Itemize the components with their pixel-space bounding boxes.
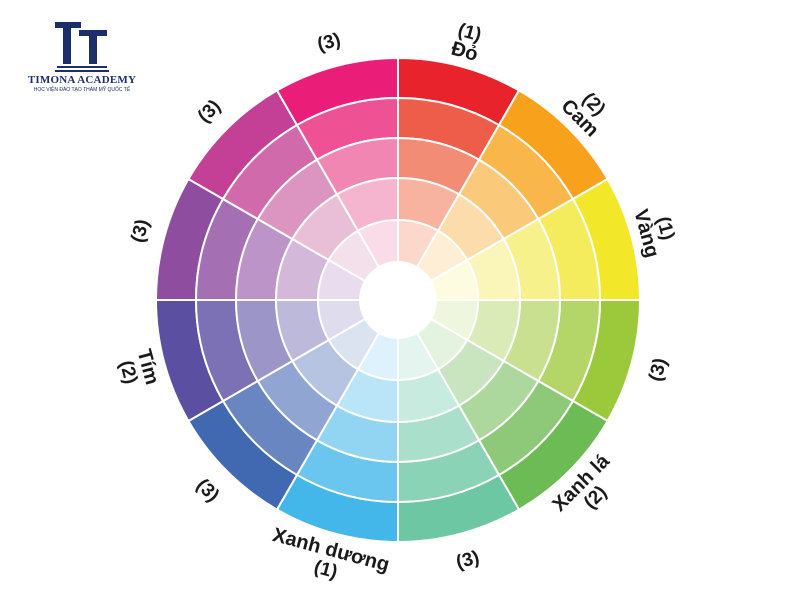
label-magenta: (3): [194, 96, 225, 127]
label-red: (1)Đỏ: [449, 20, 484, 66]
label-violet: Tím(2): [115, 347, 163, 387]
label-blue-green: (3): [454, 547, 482, 573]
label-blue-num: (1): [312, 557, 340, 583]
label-red-violet: (3): [127, 217, 153, 245]
label-magenta-num: (3): [194, 96, 225, 127]
label-yellow: (1)Vàng: [629, 207, 678, 260]
wheel-segments: [154, 56, 642, 544]
label-blue-green-num: (3): [454, 547, 482, 573]
label-yellow-green: (3): [645, 356, 671, 384]
label-pink-num: (3): [315, 29, 343, 55]
logo-tagline: HỌC VIỆN ĐÀO TẠO THẨM MỸ QUỐC TẾ: [33, 87, 131, 93]
label-red-violet-num: (3): [127, 217, 153, 245]
label-blue-violet-num: (3): [192, 475, 223, 506]
logo-name: TIMONA ACADEMY: [27, 74, 137, 86]
label-violet-num: (2): [115, 358, 141, 386]
label-blue-violet: (3): [192, 475, 223, 506]
timona-logo: TIMONA ACADEMY HỌC VIỆN ĐÀO TẠO THẨM MỸ …: [18, 20, 146, 110]
label-yellow-green-num: (3): [645, 356, 671, 384]
label-pink: (3): [315, 29, 343, 55]
wheel-center: [360, 262, 436, 338]
timona-logo-icon: [55, 22, 109, 72]
